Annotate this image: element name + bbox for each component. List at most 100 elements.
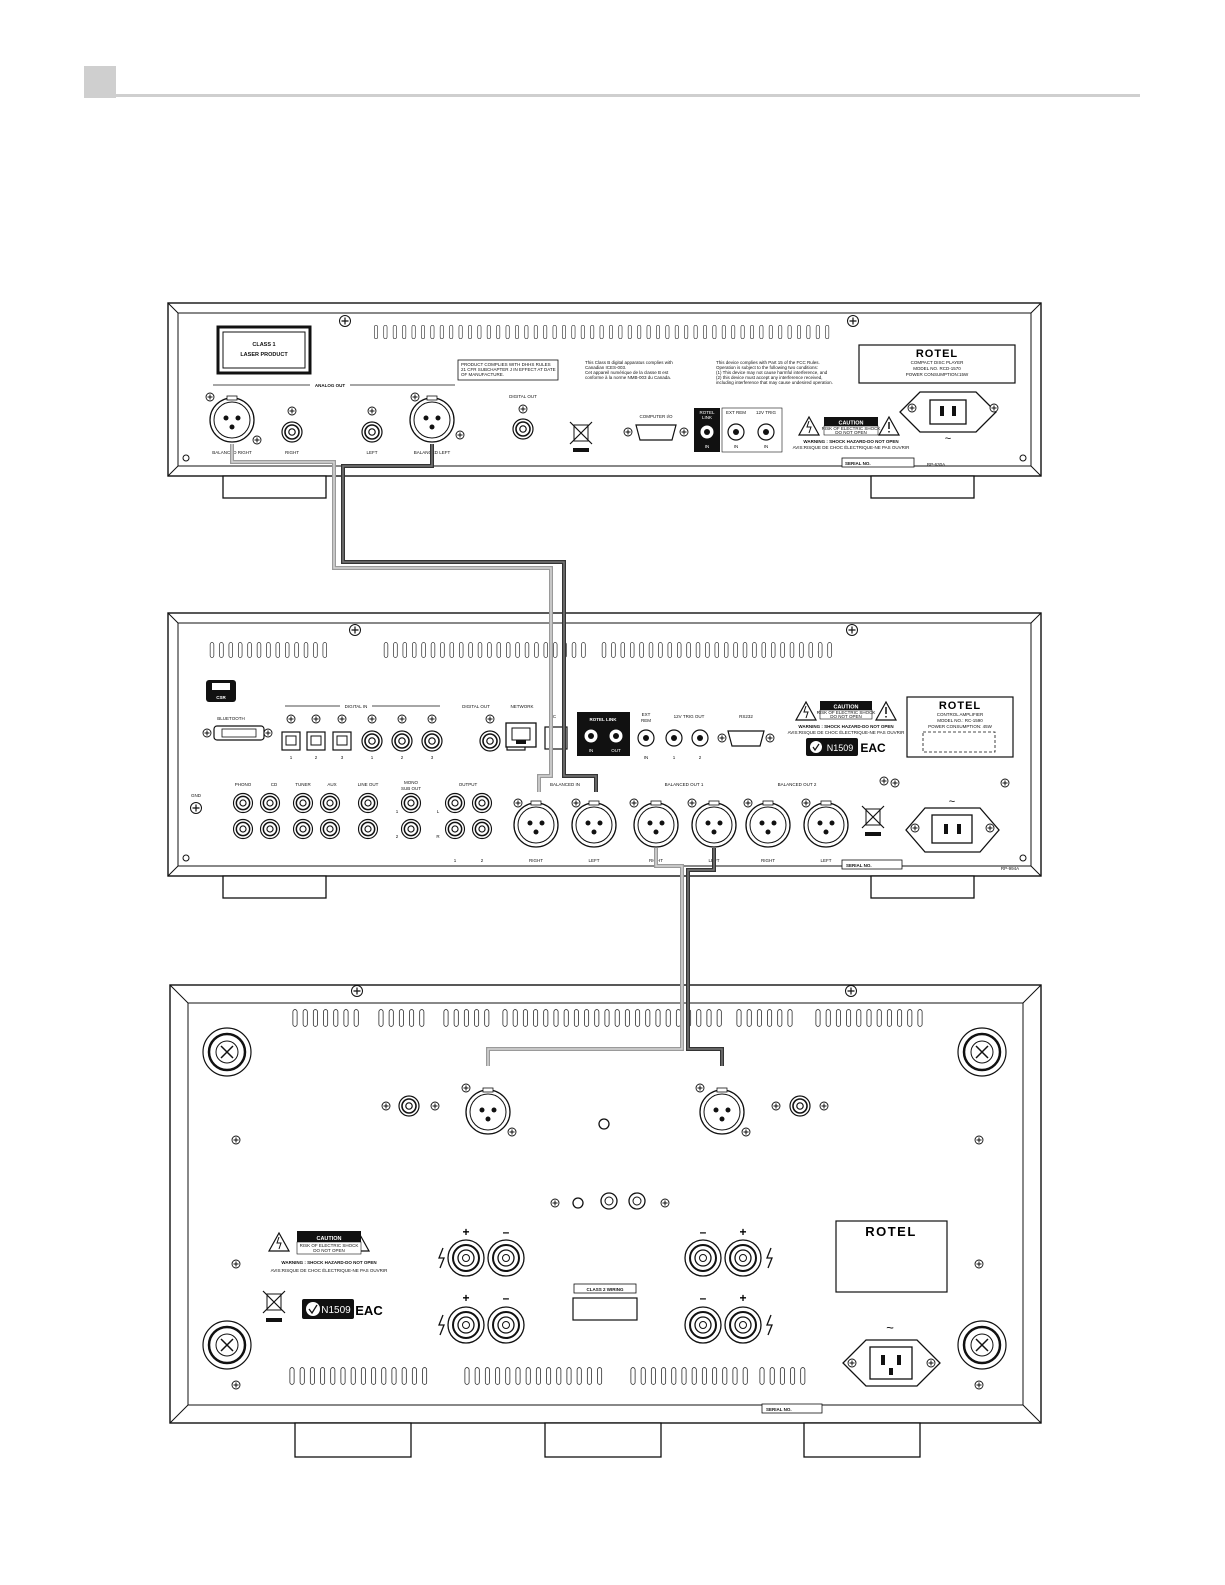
coax-in-1-jack[interactable] [361, 730, 383, 752]
vent-slot [736, 1009, 742, 1027]
vent-slot [534, 642, 539, 658]
speaker-post[interactable] [487, 1239, 525, 1277]
vent-slot [573, 1009, 579, 1027]
link-out-label: OUT [611, 748, 621, 753]
rca-jack[interactable] [444, 818, 466, 840]
product-line-2: MODEL NO. RCD-1570 [913, 366, 961, 371]
rca-jack[interactable] [319, 792, 341, 814]
trig-num: 2 [699, 755, 702, 760]
screw-icon [926, 1358, 936, 1368]
mono-num: 2 [396, 834, 399, 839]
vent-slot [515, 642, 520, 658]
rca-in-right-jack[interactable] [789, 1095, 811, 1117]
csr-label: CSR [216, 695, 226, 700]
output-l-label: L [437, 809, 440, 814]
vent-slot [543, 1009, 549, 1027]
rca-in-left-jack[interactable] [398, 1095, 420, 1117]
trig-out-label: 12V TRIG OUT [674, 714, 705, 719]
digital-in-num: 3 [431, 755, 434, 760]
speaker-post[interactable] [447, 1306, 485, 1344]
dhhs-line-1: PRODUCT COMPLIES WITH DHHS RULES [461, 362, 551, 367]
speaker-post[interactable] [724, 1306, 762, 1344]
vent-slot [917, 1009, 923, 1027]
caution-sub-2: DO NOT OPEN [313, 1248, 344, 1253]
digital-out-coax-jack[interactable] [512, 418, 534, 440]
vent-slot [474, 1367, 480, 1385]
caution-label: CAUTION RISK OF ELECTRIC SHOCK DO NOT OP… [268, 1231, 388, 1273]
coax-in-2-jack[interactable] [391, 730, 413, 752]
speaker-post[interactable] [447, 1239, 485, 1277]
right-label: RIGHT [285, 450, 299, 455]
vent-slot [768, 325, 773, 339]
ac-inlet[interactable] [842, 1339, 941, 1387]
digital-in-num: 1 [290, 755, 293, 760]
rca-jack[interactable] [400, 818, 422, 840]
vent-slot [756, 1009, 762, 1027]
vent-slot [468, 642, 473, 658]
screw-icon [847, 1358, 857, 1368]
network-label: NETWORK [511, 704, 534, 709]
rca-left-jack[interactable] [361, 421, 383, 443]
coax-in-3-jack[interactable] [421, 730, 443, 752]
rca-right-jack[interactable] [281, 421, 303, 443]
vent-slot [266, 642, 271, 658]
screw-icon [381, 1101, 391, 1111]
vent-slot [584, 1009, 590, 1027]
vent-slot [449, 642, 454, 658]
vent-slot [771, 642, 776, 658]
vent-slot [886, 1009, 892, 1027]
speaker-post[interactable] [487, 1306, 525, 1344]
rca-jack[interactable] [232, 818, 254, 840]
rca-jack[interactable] [319, 818, 341, 840]
rca-jack[interactable] [292, 818, 314, 840]
vent-slot [524, 642, 530, 658]
rca-jack[interactable] [471, 792, 493, 814]
optical-in-1-port[interactable] [281, 731, 301, 751]
rca-jack[interactable] [259, 792, 281, 814]
vent-slot [477, 325, 482, 339]
vent-slot [646, 325, 651, 339]
bluetooth-antenna-port[interactable] [202, 725, 273, 741]
ac-inlet[interactable] [899, 391, 999, 433]
serial-label: SERIAL NO. [845, 461, 871, 466]
rca-jack[interactable] [444, 792, 466, 814]
computer-io-port[interactable] [623, 424, 689, 441]
screw-icon [202, 728, 212, 738]
vent-slot [742, 642, 748, 658]
rca-jack[interactable] [259, 818, 281, 840]
speaker-post[interactable] [684, 1239, 722, 1277]
speaker-post[interactable] [724, 1239, 762, 1277]
fcc-line-1: This device complies with Part 15 of the… [716, 360, 820, 365]
vent-slot [635, 1009, 641, 1027]
screw-icon [629, 798, 639, 808]
optical-in-2-port[interactable] [306, 731, 326, 751]
caution-title: CAUTION [833, 705, 858, 711]
ac-symbol: ~ [949, 796, 955, 808]
vent-slot [818, 642, 823, 658]
rca-jack[interactable] [400, 792, 422, 814]
balanced-cable-preamp-to-poweramp [486, 848, 724, 1066]
rca-jack[interactable] [357, 818, 379, 840]
vent-slot [463, 1009, 469, 1027]
pc-label: PC [550, 714, 557, 719]
optical-in-3-port[interactable] [332, 731, 352, 751]
rs232-port[interactable] [717, 730, 775, 747]
network-port[interactable] [505, 722, 537, 748]
coax-out-jack[interactable] [479, 730, 501, 752]
vent-slot [360, 1367, 366, 1385]
ac-inlet[interactable] [905, 807, 1000, 853]
vent-slot [724, 642, 729, 658]
plus-sign: + [739, 1225, 746, 1239]
rca-jack[interactable] [292, 792, 314, 814]
rca-jack[interactable] [471, 818, 493, 840]
screw-icon [338, 314, 352, 328]
speaker-post[interactable] [684, 1306, 722, 1344]
vent-slot [421, 325, 425, 339]
rca-jack[interactable] [357, 792, 379, 814]
ext-rem-in-label: IN [644, 755, 649, 760]
link-in-label: IN [589, 748, 594, 753]
output-label: OUTPUT [459, 782, 478, 787]
screw-icon [985, 823, 995, 833]
rca-jack[interactable] [232, 792, 254, 814]
ground-terminal[interactable] [189, 801, 203, 815]
